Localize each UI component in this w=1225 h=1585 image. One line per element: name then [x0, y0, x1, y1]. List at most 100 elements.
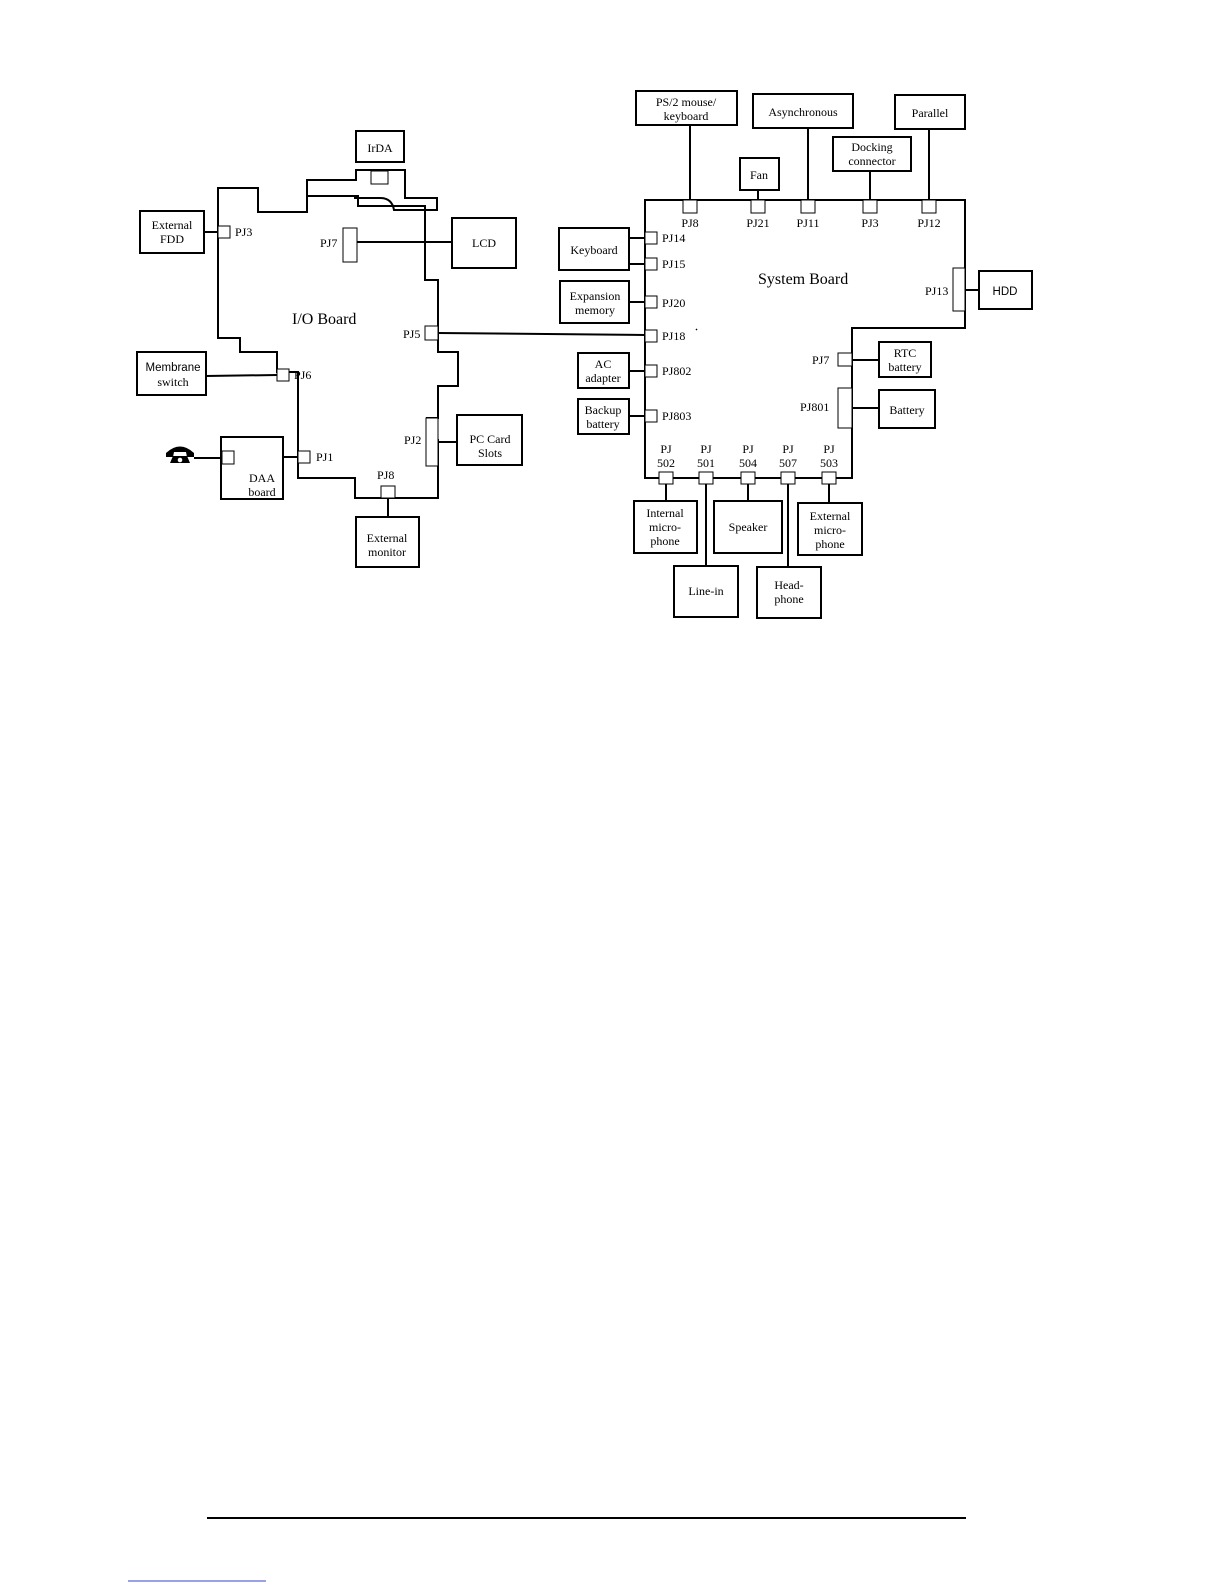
- io-pj1-connector: [297, 450, 311, 464]
- sys-pj802-connector: [644, 364, 658, 378]
- sys-pj21-connector: [750, 199, 766, 214]
- external-monitor-label-1: External: [367, 531, 408, 545]
- ps2-label-1: PS/2 mouse/: [656, 95, 717, 109]
- sys-pj14-connector: [644, 231, 658, 245]
- rtc-battery-box: [878, 341, 932, 378]
- headphone-device: Head- phone: [756, 484, 822, 619]
- sys-pj3-label: PJ3: [861, 216, 878, 230]
- ps2-box: [635, 90, 738, 126]
- io-pj2-label: PJ2: [404, 433, 421, 447]
- lcd-device: LCD: [357, 217, 517, 269]
- io-pj5-connector: [424, 325, 439, 341]
- fan-device: Fan: [739, 157, 780, 200]
- internal-microphone-label-1: Internal: [646, 506, 684, 520]
- asynchronous-device: Asynchronous: [752, 93, 854, 200]
- parallel-device: Parallel: [894, 94, 966, 200]
- io-pj2-connector: [425, 417, 439, 467]
- daa-board-label-1: DAA: [249, 471, 275, 485]
- battery-device: Battery: [852, 389, 936, 429]
- sys-pj11-label: PJ11: [797, 216, 820, 230]
- external-fdd-label-2: FDD: [160, 232, 184, 246]
- sys-pj802-label: PJ802: [662, 364, 691, 378]
- rtc-battery-device: RTC battery: [852, 341, 932, 378]
- ac-adapter-box: [577, 352, 630, 389]
- battery-label: Battery: [889, 403, 924, 417]
- hdd-label: HDD: [993, 286, 1018, 298]
- sys-pj18-label: PJ18: [662, 329, 685, 343]
- io-pj3-connector: [217, 225, 231, 239]
- sys-pj501-label-1: PJ: [700, 442, 712, 456]
- io-pj6-connector: [276, 368, 290, 382]
- membrane-switch-box: [136, 351, 207, 396]
- headphone-box: [756, 566, 822, 619]
- telephone-icon: [166, 446, 194, 463]
- irda-connector: [370, 170, 389, 185]
- daa-board-label-2: board: [248, 485, 275, 499]
- parallel-label: Parallel: [912, 106, 949, 120]
- sys-pj14-label: PJ14: [662, 231, 685, 245]
- sys-pj3-connector: [862, 199, 878, 214]
- headphone-label-2: phone: [774, 592, 803, 606]
- io-pj6-label: PJ6: [294, 368, 311, 382]
- daa-board-connector: [221, 450, 235, 465]
- stray-mark: [695, 328, 698, 331]
- external-microphone-label-2: micro-: [814, 523, 846, 537]
- external-fdd-box: [139, 210, 205, 254]
- internal-microphone-label-3: phone: [650, 534, 679, 548]
- external-monitor-box: [355, 516, 420, 568]
- line-in-label: Line-in: [688, 584, 723, 598]
- sys-pj13-connector: [952, 267, 966, 312]
- external-microphone-label-3: phone: [815, 537, 844, 551]
- sys-pj803-label: PJ803: [662, 409, 691, 423]
- sys-pj504-label-1: PJ: [742, 442, 754, 456]
- external-fdd-device: External FDD: [139, 210, 218, 254]
- sys-pj15-label: PJ15: [662, 257, 685, 271]
- pc-card-slots-label-2: Slots: [478, 446, 502, 460]
- external-microphone-label-1: External: [810, 509, 851, 523]
- io-pj8-label: PJ8: [377, 468, 394, 482]
- asynchronous-label: Asynchronous: [768, 105, 838, 119]
- rtc-battery-label-2: battery: [888, 360, 921, 374]
- irda-label: IrDA: [367, 141, 393, 155]
- io-pj7-connector: [342, 227, 358, 263]
- system-board-outline: [644, 199, 966, 479]
- sys-pj507-connector: [780, 471, 796, 485]
- ac-adapter-label-2: adapter: [585, 371, 620, 385]
- sys-pj803-connector: [644, 409, 658, 423]
- docking-connector-label-1: Docking: [851, 140, 892, 154]
- sys-pj502-connector: [658, 471, 674, 485]
- membrane-switch-line: [205, 374, 278, 377]
- line-in-device: Line-in: [673, 484, 739, 618]
- sys-pj15-connector: [644, 257, 658, 271]
- external-microphone-box: [797, 502, 863, 556]
- lcd-label: LCD: [472, 236, 496, 250]
- system-board-title: System Board: [758, 271, 848, 288]
- fan-label: Fan: [750, 168, 768, 182]
- backup-battery-label-2: battery: [586, 417, 619, 431]
- irda-box: [355, 130, 405, 163]
- sys-pj801-label: PJ801: [800, 400, 829, 414]
- system-board: System Board: [644, 199, 966, 479]
- rtc-battery-label-1: RTC: [894, 346, 917, 360]
- sys-pj13-label: PJ13: [925, 284, 948, 298]
- keyboard-device: Keyboard: [558, 227, 645, 271]
- external-microphone-device: External micro- phone: [797, 484, 863, 556]
- sys-pj7-connector: [837, 352, 853, 367]
- internal-microphone-label-2: micro-: [649, 520, 681, 534]
- external-fdd-label-1: External: [152, 218, 193, 232]
- hdd-device: HDD: [965, 270, 1033, 310]
- sys-pj502-label-2: 502: [657, 456, 675, 470]
- sys-pj503-label-1: PJ: [823, 442, 835, 456]
- sys-pj11-connector: [800, 199, 816, 214]
- speaker-box: [713, 500, 783, 554]
- speaker-device: Speaker: [713, 484, 783, 554]
- io-pj3-label: PJ3: [235, 225, 252, 239]
- parallel-box: [894, 94, 966, 130]
- backup-battery-device: Backup battery: [577, 398, 645, 435]
- pc-card-slots-device: PC Card Slots: [438, 414, 523, 466]
- sys-pj8-connector: [682, 199, 698, 214]
- membrane-switch-label-2: switch: [157, 375, 188, 389]
- daa-board-box: [220, 436, 284, 500]
- internal-microphone-device: Internal micro- phone: [633, 484, 698, 554]
